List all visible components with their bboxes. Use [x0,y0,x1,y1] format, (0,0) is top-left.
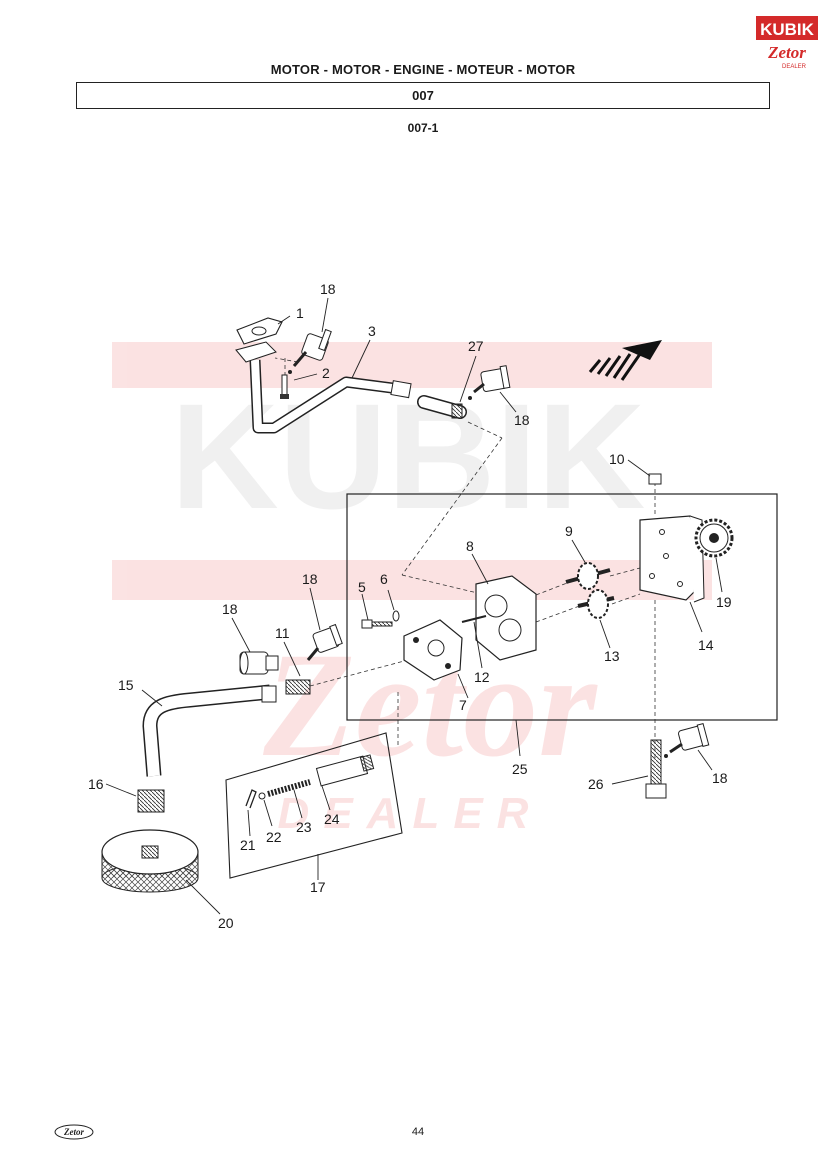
part-label-18d: 18 [222,601,238,617]
washer-part [392,610,400,622]
group-code: 007 [412,88,434,103]
pump-housing-part [475,575,537,661]
part-label-11: 11 [275,625,290,641]
grease-gun-18b [468,365,511,400]
part-label-16: 16 [88,776,104,792]
page-number: 44 [411,1126,425,1138]
bolt-part [280,374,289,399]
assembly-frame-17 [225,732,403,879]
watermark-dealer-text: DEALER [278,789,543,838]
watermark-kubik-text: KUBIK [171,372,646,540]
part-label-20: 20 [218,915,234,931]
logo-zetor-text: Zetor [767,43,806,62]
part-label-18a: 18 [320,281,336,297]
part-label-18c: 18 [302,571,318,587]
group-code-box: 007 [76,82,770,109]
nut-part [137,789,165,813]
fitting-part [285,679,311,695]
part-label-12: 12 [474,669,490,685]
part-label-19: 19 [716,594,732,610]
part-label-15: 15 [118,677,134,693]
part-label-18b: 18 [514,412,530,428]
bolt-5-part [361,619,393,629]
plug-part [648,473,662,485]
part-label-6: 6 [380,571,388,587]
part-label-1: 1 [296,305,304,321]
cover-plate-part [639,515,705,603]
relief-valve-parts [245,754,375,809]
grease-gun-18e [664,722,710,758]
grease-gun-18a [288,328,332,374]
leader-lines [105,297,723,915]
footer-logo-text: Zetor [63,1127,84,1137]
part-label-5: 5 [358,579,366,595]
grease-gun-18c [306,623,343,661]
part-label-23: 23 [296,819,312,835]
kubik-zetor-logo-icon: KUBIK Zetor DEALER [756,16,818,70]
pump-flange-part [403,619,463,681]
oil-pipe-part [235,341,412,434]
part-label-9: 9 [565,523,573,539]
connection-lines [274,357,656,760]
drive-gear-part [694,518,734,558]
footer-zetor-logo-icon: Zetor [54,1124,94,1140]
part-label-27: 27 [468,338,484,354]
part-label-8: 8 [466,538,474,554]
watermark: KUBIK Zetor DEALER [112,342,712,838]
pump-gear-9 [565,562,611,590]
grease-gun-18d [239,651,279,675]
part-label-22: 22 [266,829,282,845]
part-label-7: 7 [459,697,467,713]
part-labels: 1 2 3 5 6 7 8 9 10 11 12 13 14 15 16 17 … [88,281,732,931]
assembly-frame-25 [346,493,778,721]
figure-code: 007-1 [407,121,439,135]
part-label-25: 25 [512,761,528,777]
part-label-13: 13 [604,648,620,664]
part-label-18e: 18 [712,770,728,786]
part-label-17: 17 [310,879,326,895]
logo-kubik-text: KUBIK [760,20,815,39]
part-label-26: 26 [588,776,604,792]
logo-dealer-text: DEALER [782,64,807,70]
hose-part [417,395,467,419]
part-label-14: 14 [698,637,714,653]
part-label-24: 24 [324,811,340,827]
bolt-26-part [645,739,667,799]
pump-gear-13 [577,589,615,619]
part-label-2: 2 [322,365,330,381]
suction-pipe-part [142,684,277,777]
gasket-part [236,317,283,345]
part-label-3: 3 [368,323,376,339]
strainer-part [101,829,199,893]
part-label-21: 21 [240,837,256,853]
part-label-10: 10 [609,451,625,467]
direction-arrow-icon [588,340,662,381]
pin-part [461,615,487,623]
page-title: MOTOR - MOTOR - ENGINE - MOTEUR - MOTOR [270,62,576,77]
